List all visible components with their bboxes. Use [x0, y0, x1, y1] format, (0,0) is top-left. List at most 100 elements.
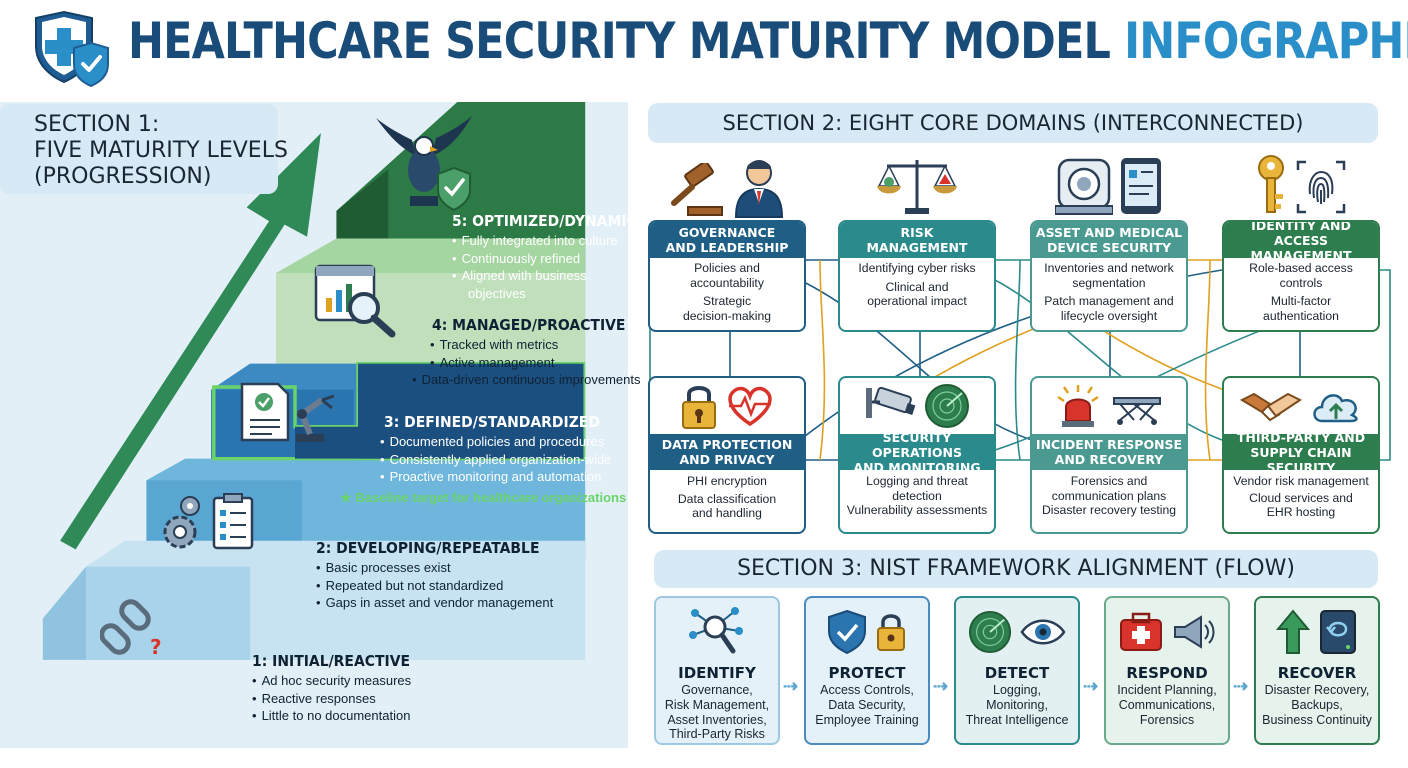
domain-title: ACCESS MANAGEMENT	[1250, 232, 1352, 263]
nist-icons	[806, 598, 928, 660]
domain-title: IDENTITY AND	[1251, 220, 1351, 233]
level-2-bullet: Gaps in asset and vendor management	[316, 594, 564, 612]
domain-detail: Strategic	[702, 294, 752, 309]
title-main: HEALTHCARE SECURITY MATURITY MODEL	[128, 12, 1111, 70]
scales-icon	[877, 160, 957, 214]
baseline-note-text: Baseline target for healthcare organizat…	[355, 489, 627, 505]
level-1-bullet: Reactive responses	[252, 690, 428, 708]
domain-title: ASSET AND MEDICAL	[1035, 225, 1183, 240]
analytics-icon	[314, 262, 400, 338]
level-2-bullet: Basic processes exist	[316, 559, 564, 577]
nist-step-title: DETECT	[984, 664, 1050, 682]
domain-detail: Vulnerability assessments	[846, 503, 988, 518]
section1-title-line3: (PROGRESSION)	[34, 164, 212, 189]
domain-detail: authentication	[1263, 308, 1339, 323]
level-1: 1: INITIAL/REACTIVE Ad hoc security meas…	[252, 650, 428, 725]
gavel-icon	[671, 163, 723, 216]
level-1-bullet: Little to no documentation	[252, 707, 428, 725]
nist-step-detail: Data Security,	[828, 697, 906, 712]
domain-title: GOVERNANCE	[678, 225, 776, 240]
level-5-bullet: Aligned with business	[452, 267, 657, 285]
domain-detail: communication plans	[1051, 488, 1167, 503]
domain-title: SUPPLY CHAIN SECURITY	[1250, 444, 1352, 475]
backup-drive-icon	[1320, 610, 1356, 654]
domain-title: SECURITY OPERATIONS	[872, 429, 962, 460]
domain-detail: Forensics and	[1070, 474, 1148, 488]
domain-icons	[1032, 378, 1186, 434]
section2-title: SECTION 2: EIGHT CORE DOMAINS (INTERCONN…	[722, 111, 1304, 135]
first-aid-icon	[1120, 612, 1162, 651]
nist-step-detail: Monitoring,	[986, 697, 1048, 712]
domain-detail: Inventories and network	[1044, 261, 1174, 275]
nist-step-detail: Third-Party Risks	[669, 727, 765, 742]
section2-banner: SECTION 2: EIGHT CORE DOMAINS (INTERCONN…	[648, 103, 1378, 143]
eagle-icon	[372, 110, 476, 214]
level-4-bullet: Active management	[430, 354, 647, 372]
shield-check-icon	[828, 609, 866, 655]
domain-title: AND RECOVERY	[1054, 452, 1164, 467]
domain-detail: operational impact	[867, 294, 967, 309]
broken-chain-icon: ?	[100, 594, 166, 660]
flow-arrow-icon: ⇢	[1083, 676, 1099, 696]
network-search-icon	[689, 607, 743, 654]
robot-arm-icon	[288, 392, 342, 444]
domain-title: DATA PROTECTION	[661, 437, 793, 452]
nist-protect: PROTECT Access Controls, Data Security, …	[804, 596, 930, 745]
domain-detail: Multi-factor	[1270, 294, 1332, 309]
leader-icon	[734, 160, 784, 218]
domain-detail: Disaster recovery testing	[1041, 503, 1177, 518]
governance-icons	[648, 153, 806, 219]
domain-detail: detection	[892, 488, 942, 503]
megaphone-icon	[1174, 615, 1215, 649]
radar-icon	[925, 384, 969, 428]
gear-icon	[160, 488, 212, 554]
nist-icons	[656, 598, 778, 660]
domain-detail: and handling	[692, 506, 762, 521]
domain-detail: Patch management and	[1044, 294, 1174, 309]
flow-arrow-icon: ⇢	[783, 676, 799, 696]
domain-detail: Clinical and	[885, 279, 949, 294]
asset-icons	[1030, 150, 1188, 216]
mri-scanner-icon	[1055, 158, 1113, 215]
clipboard-icon	[210, 492, 256, 552]
handshake-icon	[1240, 392, 1302, 422]
padlock-icon	[682, 386, 716, 429]
nist-icons	[1106, 598, 1228, 660]
level-3-bullet: Documented policies and procedures	[380, 433, 626, 451]
camera-icon	[866, 386, 916, 418]
nist-step-detail: Asset Inventories,	[667, 712, 767, 727]
radar-icon	[968, 610, 1012, 654]
nist-step-detail: Governance,	[681, 683, 753, 697]
level-4-title: 4: MANAGED/PROACTIVE	[432, 316, 626, 334]
stretcher-icon	[1113, 397, 1161, 425]
level-1-bullet: Ad hoc security measures	[252, 672, 428, 690]
nist-respond: RESPOND Incident Planning, Communication…	[1104, 596, 1230, 745]
level-4: 4: MANAGED/PROACTIVE Tracked with metric…	[412, 314, 647, 389]
level-3: 3: DEFINED/STANDARDIZED Documented polic…	[340, 411, 626, 506]
domain-title: AND LEADERSHIP	[665, 240, 789, 255]
level-4-bullet: Data-driven continuous improvements	[412, 371, 647, 389]
svg-text:?: ?	[150, 635, 162, 659]
domain-detail: Role-based access	[1249, 261, 1353, 275]
nist-step-detail: Disaster Recovery,	[1264, 683, 1370, 697]
alarm-icon	[1057, 385, 1099, 427]
domain-detail: controls	[1279, 275, 1323, 290]
nist-step-detail: Employee Training	[815, 712, 919, 727]
nist-step-detail: Backups,	[1291, 697, 1343, 712]
domain-title: DEVICE SECURITY	[1046, 240, 1172, 255]
heartbeat-icon	[728, 386, 772, 427]
section1-title-line1: SECTION 1:	[34, 112, 160, 137]
logo-shield-icon	[30, 10, 110, 88]
nist-step-detail: Logging,	[993, 683, 1041, 697]
nist-step-title: RESPOND	[1126, 664, 1208, 682]
identity-icons	[1222, 150, 1380, 216]
